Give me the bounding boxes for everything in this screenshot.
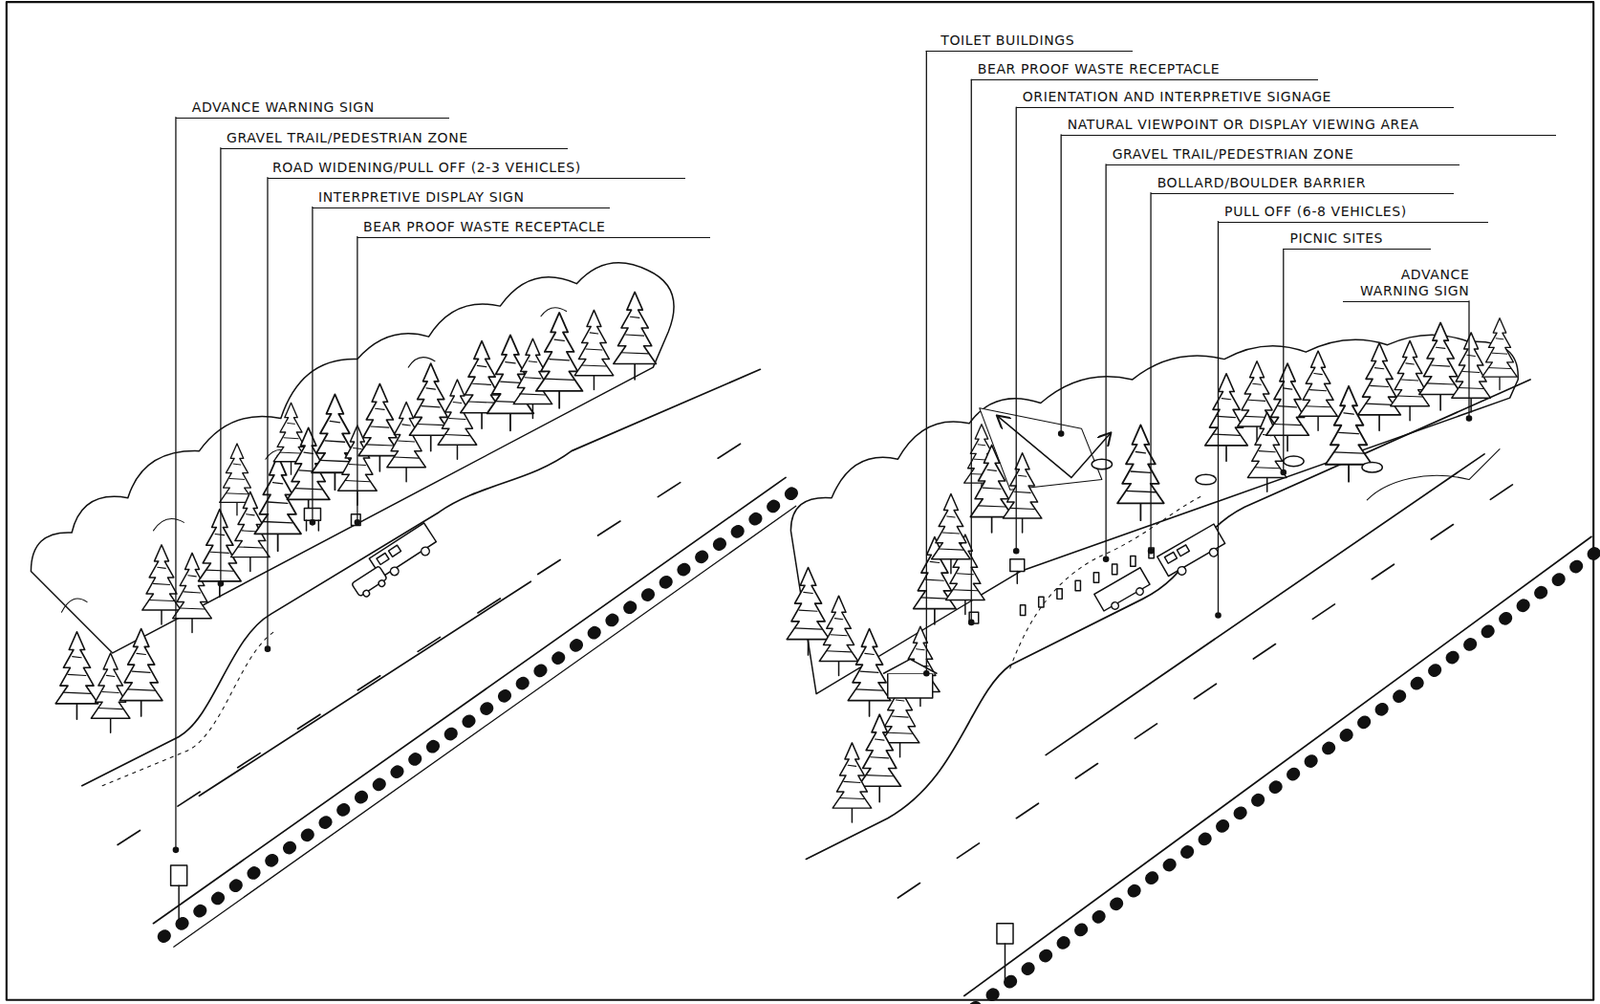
callout-label: BEAR PROOF WASTE RECEPTACLE xyxy=(971,61,1319,81)
callout-label: PULL OFF (6-8 VEHICLES) xyxy=(1218,203,1489,223)
callout-label: ROAD WIDENING/PULL OFF (2-3 VEHICLES) xyxy=(267,159,687,179)
callout-label: BOLLARD/BOULDER BARRIER xyxy=(1150,174,1454,195)
callout-label: GRAVEL TRAIL/PEDESTRIAN ZONE xyxy=(220,129,568,150)
callout-label: ORIENTATION AND INTERPRETIVE SIGNAGE xyxy=(1016,88,1454,109)
callout-label: ADVANCE WARNING SIGN xyxy=(1342,266,1470,303)
callout-label: BEAR PROOF WASTE RECEPTACLE xyxy=(357,218,711,238)
callout-label: PICNIC SITES xyxy=(1283,230,1431,250)
callout-label: ADVANCE WARNING SIGN xyxy=(175,99,450,119)
callout-label: INTERPRETIVE DISPLAY SIGN xyxy=(312,189,611,209)
callout-label: TOILET BUILDINGS xyxy=(926,32,1133,52)
callout-label: NATURAL VIEWPOINT OR DISPLAY VIEWING ARE… xyxy=(1060,116,1557,136)
callout-label: GRAVEL TRAIL/PEDESTRIAN ZONE xyxy=(1105,146,1459,166)
